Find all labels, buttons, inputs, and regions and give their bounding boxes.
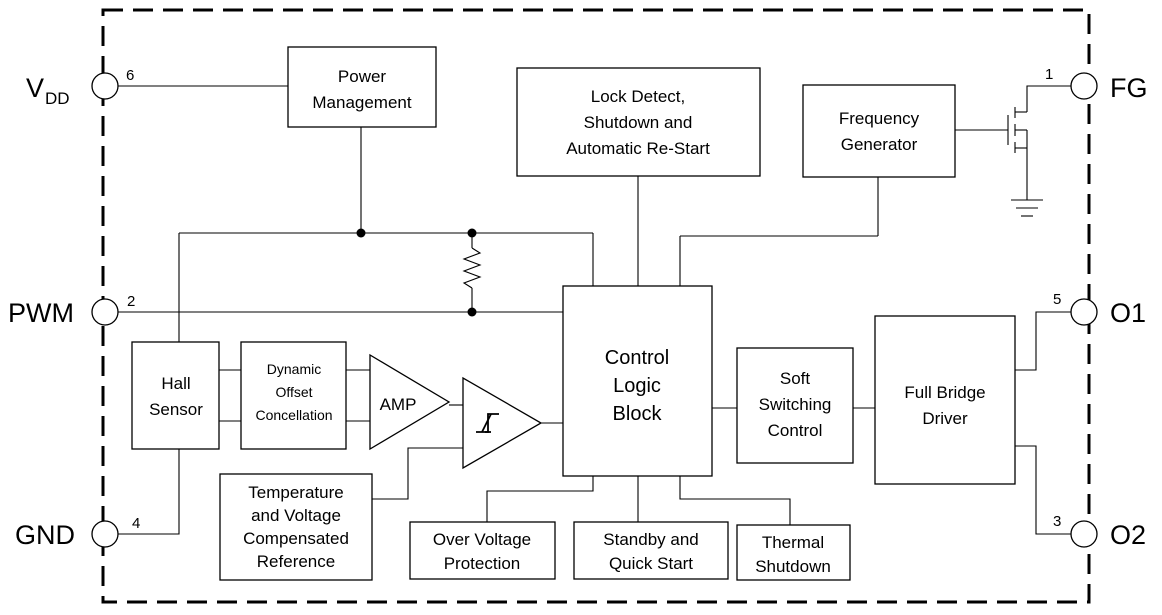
lock-detect-block: Lock Detect, Shutdown and Automatic Re-S…: [516, 67, 761, 177]
power-management-line-1: Power: [338, 67, 387, 86]
thermal-block: Thermal Shutdown: [736, 524, 851, 581]
temp-ref-line-2: and Voltage: [251, 506, 341, 525]
comparator-block: [462, 376, 543, 470]
pin-pwm-terminal: [91, 298, 119, 326]
frequency-generator-line-1: Frequency: [839, 109, 920, 128]
soft-switching-line-2: Switching: [759, 395, 832, 414]
pin-gnd-number: 4: [132, 515, 140, 532]
junction-dots: [356, 228, 477, 317]
control-logic-line-3: Block: [613, 403, 663, 425]
power-management-block: Power Management: [287, 46, 437, 128]
pin-o2-label: O2: [1110, 520, 1146, 550]
pin-vdd: V DD 6: [26, 67, 134, 108]
lock-detect-line-2: Shutdown and: [584, 113, 693, 132]
pin-fg-label: FG: [1110, 73, 1148, 103]
pin-o2-terminal: [1070, 520, 1098, 548]
standby-line-1: Standby and: [603, 530, 698, 549]
control-logic-block: Control Logic Block: [562, 285, 713, 477]
hall-sensor-line-2: Sensor: [149, 400, 203, 419]
amp-block: AMP: [369, 353, 451, 451]
standby-block: Standby and Quick Start: [573, 521, 729, 580]
lock-detect-line-1: Lock Detect,: [591, 87, 686, 106]
control-logic-line-2: Logic: [613, 375, 661, 397]
lock-detect-line-3: Automatic Re-Start: [566, 139, 710, 158]
dynamic-offset-line-3: Concellation: [255, 407, 332, 423]
soft-switching-line-3: Control: [768, 421, 823, 440]
amp-label: AMP: [380, 395, 417, 414]
pin-o2-number: 3: [1053, 513, 1061, 530]
hall-sensor-line-1: Hall: [161, 374, 190, 393]
pin-fg-number: 1: [1045, 66, 1053, 83]
temp-ref-block: Temperature and Voltage Compensated Refe…: [219, 473, 373, 581]
pin-o1-terminal: [1070, 298, 1098, 326]
power-management-line-2: Management: [312, 93, 412, 112]
pin-o1-label: O1: [1110, 298, 1146, 328]
frequency-generator-line-2: Generator: [841, 135, 918, 154]
standby-line-2: Quick Start: [609, 554, 693, 573]
dynamic-offset-line-2: Offset: [275, 384, 312, 400]
temp-ref-line-1: Temperature: [248, 483, 343, 502]
full-bridge-block: Full Bridge Driver: [874, 315, 1016, 485]
pin-pwm-number: 2: [127, 293, 135, 310]
full-bridge-line-2: Driver: [922, 409, 968, 428]
pin-gnd: GND 4: [15, 515, 140, 550]
pin-fg: FG 1: [1045, 66, 1148, 103]
pin-gnd-label: GND: [15, 520, 75, 550]
pin-o1-number: 5: [1053, 291, 1061, 308]
over-voltage-block: Over Voltage Protection: [409, 521, 556, 580]
thermal-line-2: Shutdown: [755, 557, 831, 576]
temp-ref-line-3: Compensated: [243, 529, 349, 548]
pin-gnd-terminal: [91, 520, 119, 548]
pin-o1: O1 5: [1053, 291, 1146, 328]
soft-switching-line-1: Soft: [780, 369, 811, 388]
thermal-line-1: Thermal: [762, 533, 824, 552]
over-voltage-line-2: Protection: [444, 554, 521, 573]
pin-vdd-label: V: [26, 73, 44, 103]
hysteresis-icon-slope: [481, 413, 492, 433]
dynamic-offset-block: Dynamic Offset Concellation: [240, 341, 347, 450]
pin-vdd-terminal: [91, 72, 119, 100]
hall-sensor-block: Hall Sensor: [131, 341, 220, 450]
dynamic-offset-line-1: Dynamic: [267, 361, 321, 377]
pin-vdd-number: 6: [126, 67, 134, 84]
pin-vdd-subscript: DD: [45, 89, 70, 108]
wires: [118, 85, 1071, 535]
full-bridge-line-1: Full Bridge: [904, 383, 985, 402]
pin-o2: O2 3: [1053, 513, 1146, 550]
over-voltage-line-1: Over Voltage: [433, 530, 531, 549]
soft-switching-block: Soft Switching Control: [736, 347, 854, 464]
pin-pwm-label: PWM: [8, 298, 74, 328]
control-logic-line-1: Control: [605, 347, 669, 369]
pin-fg-terminal: [1070, 72, 1098, 100]
frequency-generator-block: Frequency Generator: [802, 84, 956, 178]
temp-ref-line-4: Reference: [257, 552, 335, 571]
pin-pwm: PWM 2: [8, 293, 135, 328]
